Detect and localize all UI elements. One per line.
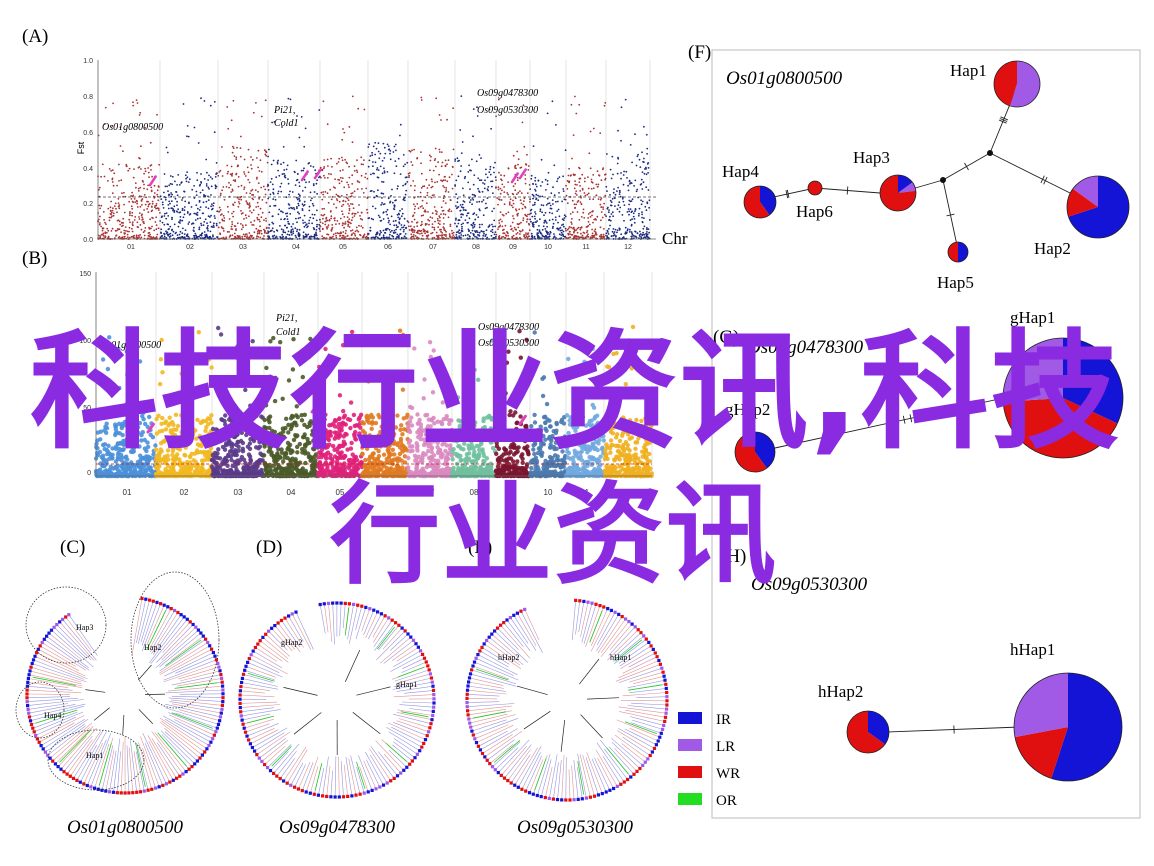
panel-b-manhattan: 0 50 100 150 01 02 03 04 05 06 07 08 09 … — [79, 271, 655, 497]
tree-e-label-hhap1: hHap1 — [610, 653, 631, 662]
a-xtick: 05 — [339, 244, 347, 251]
b-xtick: 05 — [336, 488, 345, 497]
a-xtick: 02 — [186, 244, 194, 251]
a-xtick: 12 — [624, 244, 632, 251]
a-xtick: 10 — [544, 244, 552, 251]
a-ytick: 0.2 — [83, 201, 93, 208]
net-f-hap3: Hap3 — [853, 148, 890, 167]
a-ylabel: Fst — [76, 141, 86, 154]
a-ytick: 0.6 — [83, 130, 93, 137]
b-xtick: 09 — [508, 488, 517, 497]
net-h-hhap2: hHap2 — [818, 682, 863, 701]
legend-swatch-lr — [678, 739, 702, 751]
legend-swatch-wr — [678, 766, 702, 778]
tree-c-label-hap2: Hap2 — [144, 643, 161, 652]
panel-e-tag: (E) — [468, 537, 492, 558]
a-xtick: 09 — [509, 244, 517, 251]
panel-a-manhattan-fst: 0.0 0.2 0.4 0.6 0.8 1.0 Fst 01 02 03 04 … — [76, 58, 688, 251]
b-xtick: 04 — [287, 488, 296, 497]
a-xtick: 06 — [384, 244, 392, 251]
a-xtick: 01 — [127, 244, 135, 251]
legend-label-lr: LR — [716, 739, 735, 755]
b-xtick: 11 — [581, 488, 590, 497]
haplotype-networks — [734, 60, 1130, 782]
b-annot-gene3: Os09g0530300 — [478, 338, 539, 349]
tree-d-gene: Os09g0478300 — [279, 817, 396, 838]
tree-c-label-hap1: Hap1 — [86, 751, 103, 760]
legend: IR LR WR OR — [678, 712, 740, 809]
tree-c-label-hap4: Hap4 — [44, 711, 61, 720]
a-xtick: 07 — [429, 244, 437, 251]
a-annot-pi21: Pi21, — [273, 105, 295, 116]
tree-d-label-ghap1: gHap1 — [396, 680, 417, 689]
net-f-hap5: Hap5 — [937, 273, 974, 292]
b-xtick: 08 — [470, 488, 479, 497]
panel-d-tag: (D) — [256, 537, 282, 558]
net-f-hap4: Hap4 — [722, 162, 759, 181]
b-ytick: 100 — [79, 338, 91, 345]
net-g-ghap1: gHap1 — [1010, 308, 1055, 327]
legend-label-wr: WR — [716, 766, 740, 782]
b-annot-cold1: Cold1 — [276, 327, 300, 338]
panel-c-tag: (C) — [60, 537, 85, 558]
net-g-ghap2: gHap2 — [725, 400, 770, 419]
a-ytick: 1.0 — [83, 58, 93, 65]
b-xtick: 07 — [426, 488, 435, 497]
a-xtick: 04 — [292, 244, 300, 251]
panel-h-tag: (H) — [720, 546, 746, 567]
a-ytick: 0.4 — [83, 166, 93, 173]
tree-d-label-ghap2: gHap2 — [281, 638, 302, 647]
legend-swatch-ir — [678, 712, 702, 724]
b-ytick: 150 — [79, 271, 91, 278]
b-xtick: 01 — [123, 488, 132, 497]
a-xlabel: Chr — [662, 229, 688, 248]
b-ytick: 0 — [87, 470, 91, 477]
net-f-hap2: Hap2 — [1034, 239, 1071, 258]
b-xtick: 03 — [234, 488, 243, 497]
panel-b-tag: (B) — [22, 248, 47, 269]
panel-g-gene: Os09g0478300 — [747, 337, 864, 358]
legend-label-or: OR — [716, 793, 737, 809]
b-xtick: 06 — [382, 488, 391, 497]
net-h-hhap1: hHap1 — [1010, 640, 1055, 659]
b-annot-pi21: Pi21, — [275, 313, 297, 324]
tree-c-gene: Os01g0800500 — [67, 817, 184, 838]
a-xtick: 03 — [239, 244, 247, 251]
b-annot-gene1: Os01g0800500 — [100, 340, 161, 351]
a-annot-gene2: Os09g0478300 — [477, 88, 538, 99]
panel-f-tag: (F) — [688, 42, 711, 63]
tree-c-label-hap3: Hap3 — [76, 623, 93, 632]
panel-a-tag: (A) — [22, 26, 48, 47]
a-xtick: 08 — [472, 244, 480, 251]
net-f-hap1: Hap1 — [950, 61, 987, 80]
a-annot-gene3: Os09g0530300 — [477, 105, 538, 116]
net-f-hap6: Hap6 — [796, 202, 833, 221]
circular-trees — [15, 571, 669, 802]
a-ytick: 0.0 — [83, 237, 93, 244]
b-ytick: 50 — [83, 405, 91, 412]
panel-h-gene: Os09g0530300 — [751, 574, 868, 595]
legend-label-ir: IR — [716, 712, 731, 728]
a-annot-cold1: Cold1 — [274, 118, 298, 129]
legend-swatch-or — [678, 793, 702, 805]
network-frame — [711, 49, 1141, 819]
b-xtick: 02 — [180, 488, 189, 497]
a-ytick: 0.8 — [83, 94, 93, 101]
tree-e-label-hhap2: hHap2 — [498, 653, 519, 662]
panel-g-tag: (G) — [713, 327, 739, 348]
a-annot-gene1: Os01g0800500 — [102, 122, 163, 133]
panel-f-gene: Os01g0800500 — [726, 68, 843, 89]
b-xtick: 12 — [624, 488, 633, 497]
tree-e-gene: Os09g0530300 — [517, 817, 634, 838]
b-annot-gene2: Os09g0478300 — [478, 322, 539, 333]
a-xtick: 11 — [582, 244, 589, 251]
b-xtick: 10 — [544, 488, 553, 497]
